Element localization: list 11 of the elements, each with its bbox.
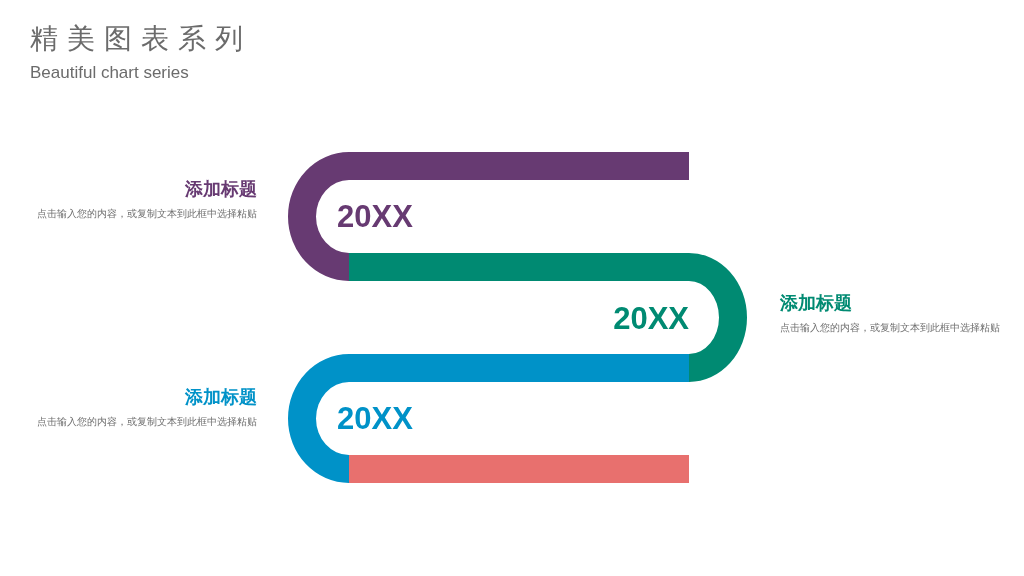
year-label: 20XX [337,201,413,232]
section-heading: 添加标题 [185,386,257,408]
description-text: 点击输入您的内容，或复制文本到此框中选择粘贴 [37,415,257,428]
year-label: 20XX [337,403,413,434]
page-subtitle: Beautiful chart series [30,63,189,83]
section-heading: 添加标题 [185,178,257,200]
description-text: 点击输入您的内容，或复制文本到此框中选择粘贴 [37,207,257,220]
page-title: 精美图表系列 [30,22,252,56]
description-text: 点击输入您的内容，或复制文本到此框中选择粘贴 [780,321,1000,334]
year-label: 20XX [613,303,689,334]
section-heading: 添加标题 [780,292,852,314]
